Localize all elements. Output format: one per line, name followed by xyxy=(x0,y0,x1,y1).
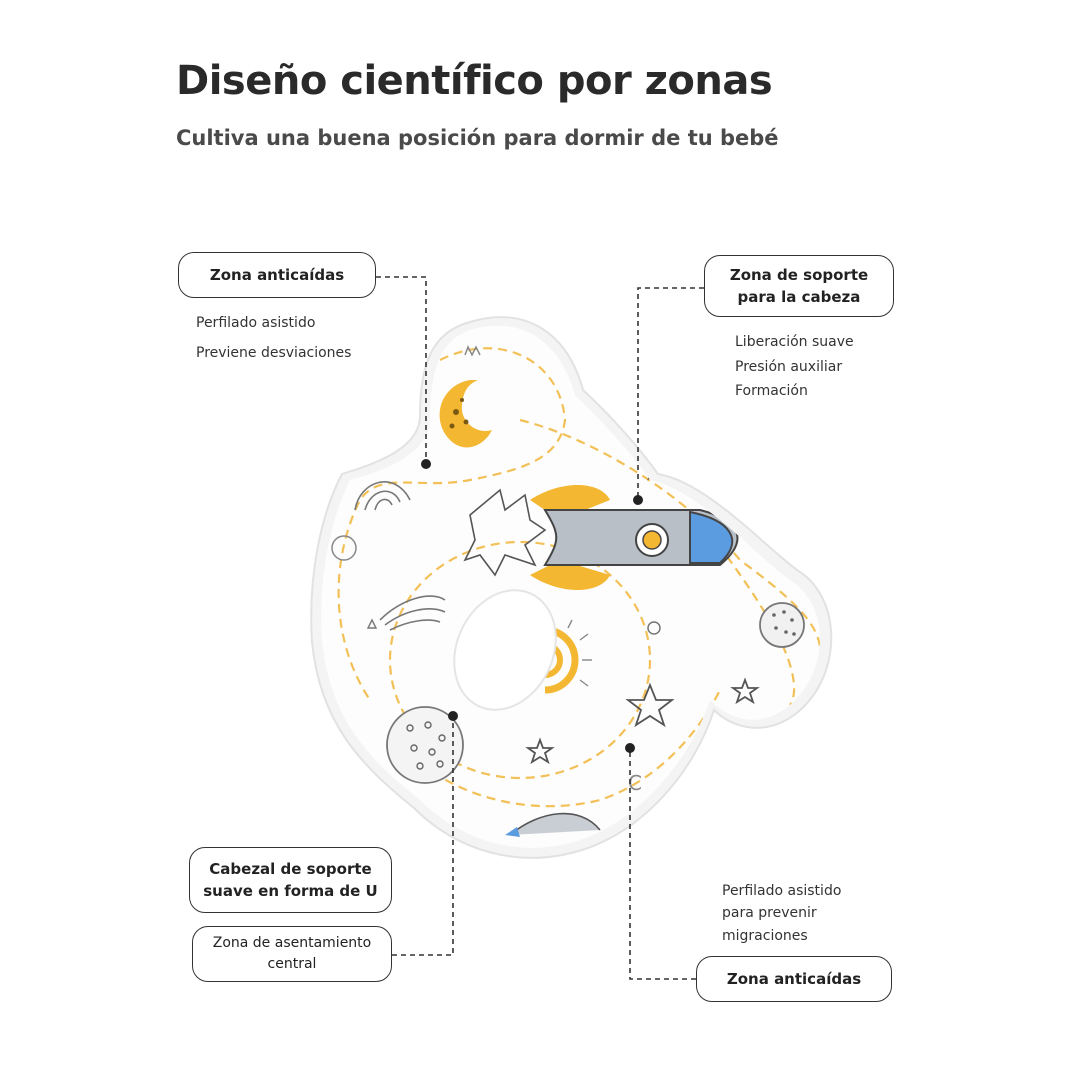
anti-fall-zone-details-top: Perfilado asistido Previene desviaciones xyxy=(196,313,351,372)
central-seating-zone-label: Zona de asentamiento central xyxy=(192,926,392,982)
planet-icon xyxy=(331,535,357,561)
moon-icon xyxy=(439,380,492,448)
head-support-zone-details: Liberación suave Presión auxiliar Formac… xyxy=(735,330,854,404)
page-title: Diseño científico por zonas xyxy=(176,58,773,104)
detail-item: Formación xyxy=(735,383,808,399)
anti-fall-zone-details-bottom: Perfilado asistido para prevenir migraci… xyxy=(722,880,841,947)
detail-item: para prevenir xyxy=(722,905,817,922)
detail-item: Perfilado asistido xyxy=(722,883,842,899)
anti-fall-zone-label-bottom: Zona anticaídas xyxy=(696,956,892,1002)
detail-item: Previene desviaciones xyxy=(196,344,352,361)
u-shaped-headrest-label: Cabezal de soporte suave en forma de U xyxy=(189,847,392,913)
detail-item: Liberación suave xyxy=(735,334,854,350)
anti-fall-zone-label-top: Zona anticaídas xyxy=(178,252,376,298)
detail-item: Perfilado asistido xyxy=(196,315,316,331)
rainbow-icon xyxy=(354,481,411,511)
pillow-center-hole xyxy=(453,589,557,711)
detail-item: migraciones xyxy=(722,927,808,944)
detail-item: Presión auxiliar xyxy=(735,358,843,375)
dotted-planet-icon xyxy=(386,602,805,784)
page-subtitle: Cultiva una buena posición para dormir d… xyxy=(176,126,779,150)
head-support-zone-label: Zona de soporte para la cabeza xyxy=(704,255,894,317)
shooting-star-icon xyxy=(366,595,446,631)
svg-text:C: C xyxy=(628,771,642,795)
